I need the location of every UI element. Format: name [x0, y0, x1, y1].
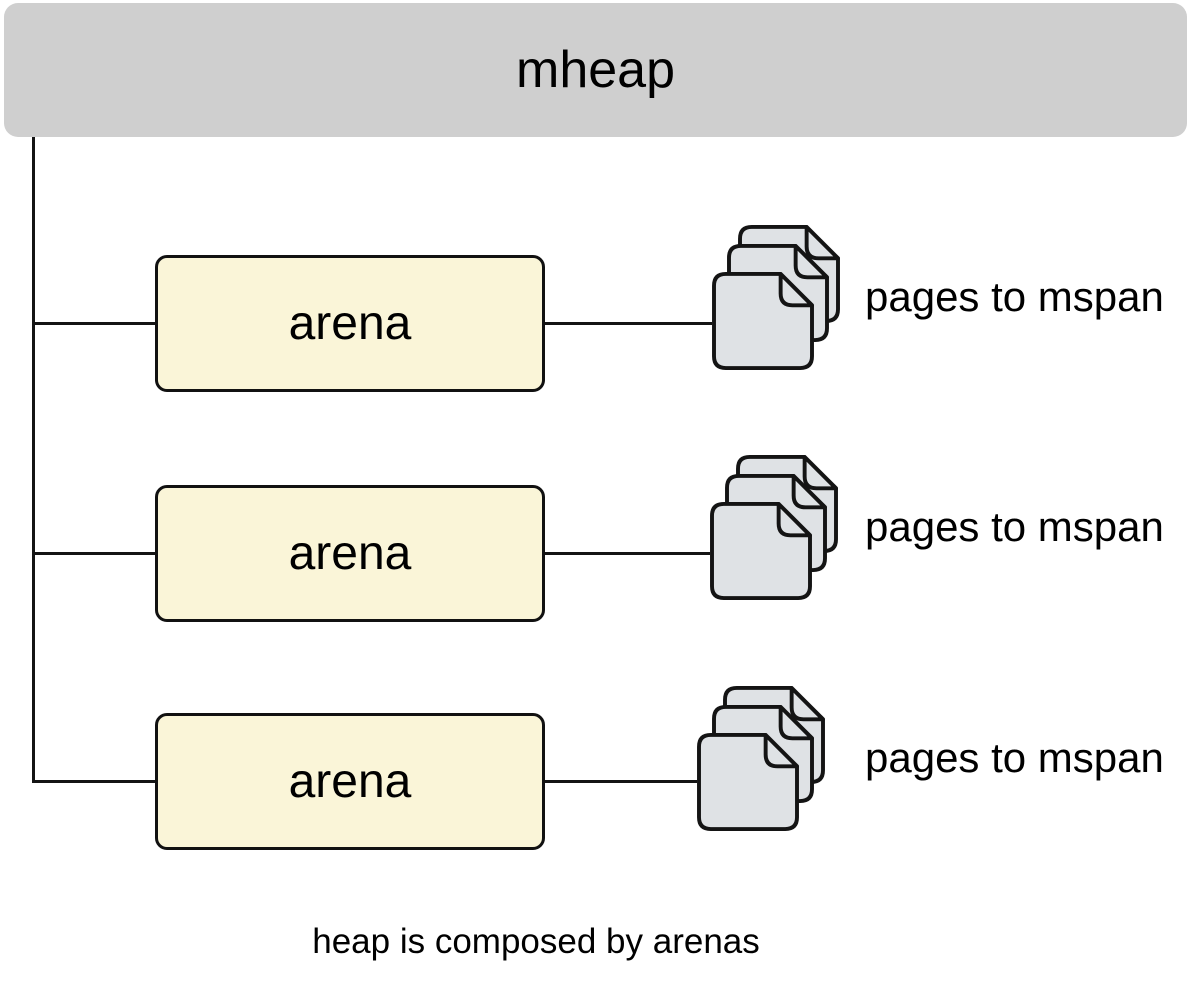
pages-stack-icon-2 [710, 455, 838, 600]
mheap-label: mheap [516, 41, 675, 99]
document-icon [697, 733, 799, 831]
caption: heap is composed by arenas [312, 922, 760, 961]
arena-node-2: arena [155, 485, 545, 622]
connector-trunk [32, 137, 35, 783]
document-icon [712, 272, 814, 370]
arena-label: arena [288, 297, 412, 350]
document-icon [710, 502, 812, 600]
connector-branch-3 [33, 780, 155, 783]
connector-arena-pages-1 [545, 322, 712, 325]
connector-branch-1 [33, 322, 155, 325]
pages-to-mspan-label-1: pages to mspan [865, 225, 1164, 368]
pages-label-text: pages to mspan [865, 502, 1164, 550]
pages-stack-icon-1 [712, 225, 840, 370]
arena-node-1: arena [155, 255, 545, 392]
pages-to-mspan-label-3: pages to mspan [865, 686, 1164, 829]
pages-label-text: pages to mspan [865, 272, 1164, 320]
connector-arena-pages-3 [545, 780, 697, 783]
pages-label-text: pages to mspan [865, 733, 1164, 781]
arena-label: arena [288, 755, 412, 808]
connector-branch-2 [33, 552, 155, 555]
pages-stack-icon-3 [697, 686, 825, 831]
arena-node-3: arena [155, 713, 545, 850]
pages-to-mspan-label-2: pages to mspan [865, 455, 1164, 598]
mheap-node: mheap [4, 3, 1187, 137]
connector-arena-pages-2 [545, 552, 710, 555]
arena-label: arena [288, 527, 412, 580]
